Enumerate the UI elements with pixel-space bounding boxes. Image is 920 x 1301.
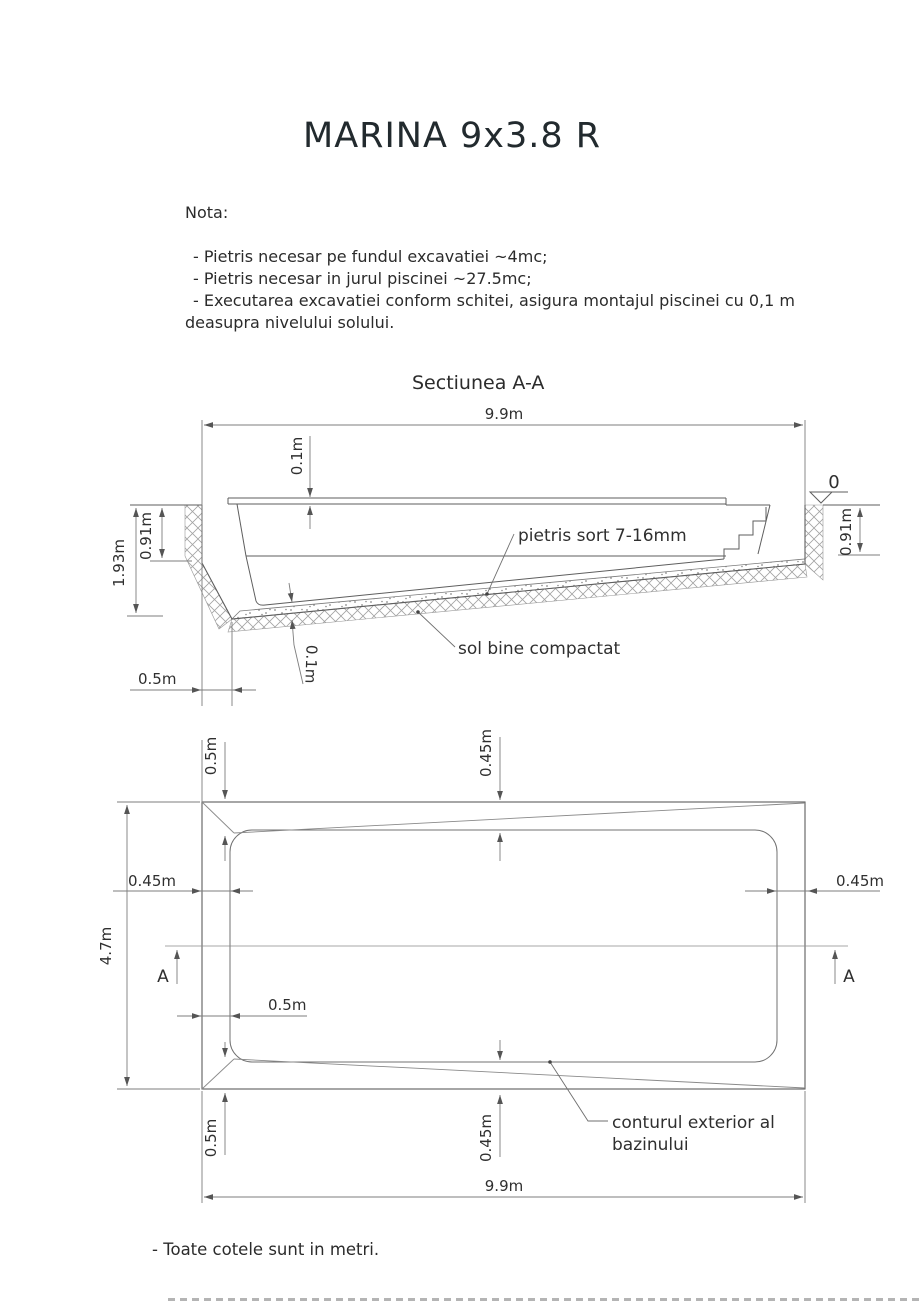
dim-depth-left: [127, 508, 192, 617]
contour-label: conturul exterior al: [612, 1113, 775, 1133]
gravel-leader: [485, 533, 515, 596]
dim-overall-width-label: 4.7m: [97, 927, 115, 965]
excavation-slope-edges: [201, 801, 806, 1090]
dim-mid-left-offset-label: 0.5m: [268, 996, 306, 1014]
soil-leader: [416, 610, 456, 648]
dim-above-ground-label: 0.1m: [288, 437, 306, 475]
dim-total-width: [201, 420, 806, 706]
contour-label: bazinului: [612, 1135, 689, 1155]
footer-note: - Toate cotele sunt in metri.: [152, 1240, 380, 1259]
section-view-title: Sectiunea A-A: [412, 372, 545, 394]
gravel-layer: [230, 558, 806, 620]
note-item: - Pietris necesar in jurul piscinei ~27.…: [193, 269, 532, 288]
section-marker-right-label: A: [843, 967, 855, 987]
note-item: - Executarea excavatiei conform schitei,…: [185, 291, 795, 332]
dim-side-offset-label: 0.5m: [138, 670, 176, 688]
dim-depth-left-upper-label: 0.91m: [137, 512, 155, 560]
section-view-drawing: 9.9m 0.1m 0.91m 1.93m 0.5m 0.1m 0 0.91m: [110, 405, 880, 706]
contour-leader: [548, 1060, 608, 1122]
dim-gravel-thickness-label: 0.1m: [301, 645, 320, 684]
dim-total-width-label: 9.9m: [485, 405, 523, 423]
dim-depth-left-total-label: 1.93m: [110, 539, 128, 587]
section-marker-left-label: A: [157, 967, 169, 987]
dim-gravel-thickness: [287, 582, 304, 685]
cutoff-text-artifact: [168, 1298, 920, 1301]
plan-view-drawing: A A 4.7m 0.5m 0.45m 0.45m 0.5m 0.45m: [97, 729, 884, 1203]
dim-top-center-offset-label: 0.45m: [477, 729, 495, 777]
dim-right-offset-label: 0.45m: [836, 872, 884, 890]
dim-left-offset-label: 0.45m: [128, 872, 176, 890]
dim-depth-right: [838, 508, 880, 556]
datum-label: 0: [828, 472, 839, 493]
page-title: MARINA 9x3.8 R: [303, 116, 602, 156]
note-item: - Pietris necesar pe fundul excavatiei ~…: [193, 247, 548, 266]
dim-depth-right-label: 0.91m: [837, 508, 855, 556]
dim-top-left-offset-label: 0.5m: [202, 737, 220, 775]
dim-bottom-center-offset-label: 0.45m: [477, 1114, 495, 1162]
pool-shell: [227, 497, 771, 606]
gravel-label: pietris sort 7-16mm: [518, 526, 687, 546]
datum-marker: [808, 491, 848, 504]
dim-overall-width: [117, 801, 200, 1090]
dim-overall-length: [201, 740, 806, 1203]
excavation-outline-plan: [201, 801, 806, 1090]
pool-steps: [723, 507, 767, 559]
dim-overall-length-label: 9.9m: [485, 1177, 523, 1195]
dim-bottom-left-offset-label: 0.5m: [202, 1119, 220, 1157]
note-block: Nota: - Pietris necesar pe fundul excava…: [185, 202, 841, 334]
soil-label: sol bine compactat: [458, 639, 620, 659]
note-heading: Nota:: [185, 203, 229, 222]
